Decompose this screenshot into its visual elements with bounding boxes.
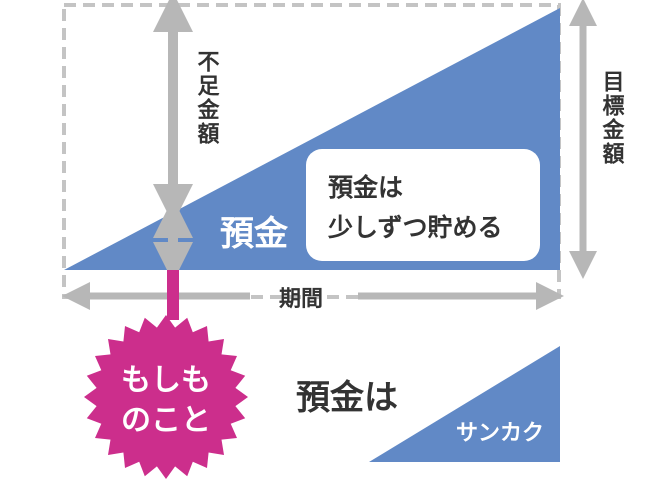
shortfall-amount-label: 不足金額 <box>194 50 221 146</box>
callout-line2: 少しずつ貯める <box>327 213 503 242</box>
savings-callout-box <box>306 149 540 261</box>
target-amount-label: 目標金額 <box>599 70 626 166</box>
callout-line1: 預金は <box>328 173 403 202</box>
emergency-line1: もしも <box>121 363 211 398</box>
bottom-savings-label: 預金は <box>296 378 398 418</box>
emergency-line2: のこと <box>121 403 211 438</box>
small-triangle <box>369 346 560 462</box>
triangle-label: サンカク <box>456 421 544 446</box>
emergency-connector <box>167 270 179 320</box>
period-label: 期間 <box>279 287 323 312</box>
emergency-starburst <box>84 315 248 479</box>
savings-label: 預金 <box>220 214 289 254</box>
target-frame <box>62 3 561 299</box>
